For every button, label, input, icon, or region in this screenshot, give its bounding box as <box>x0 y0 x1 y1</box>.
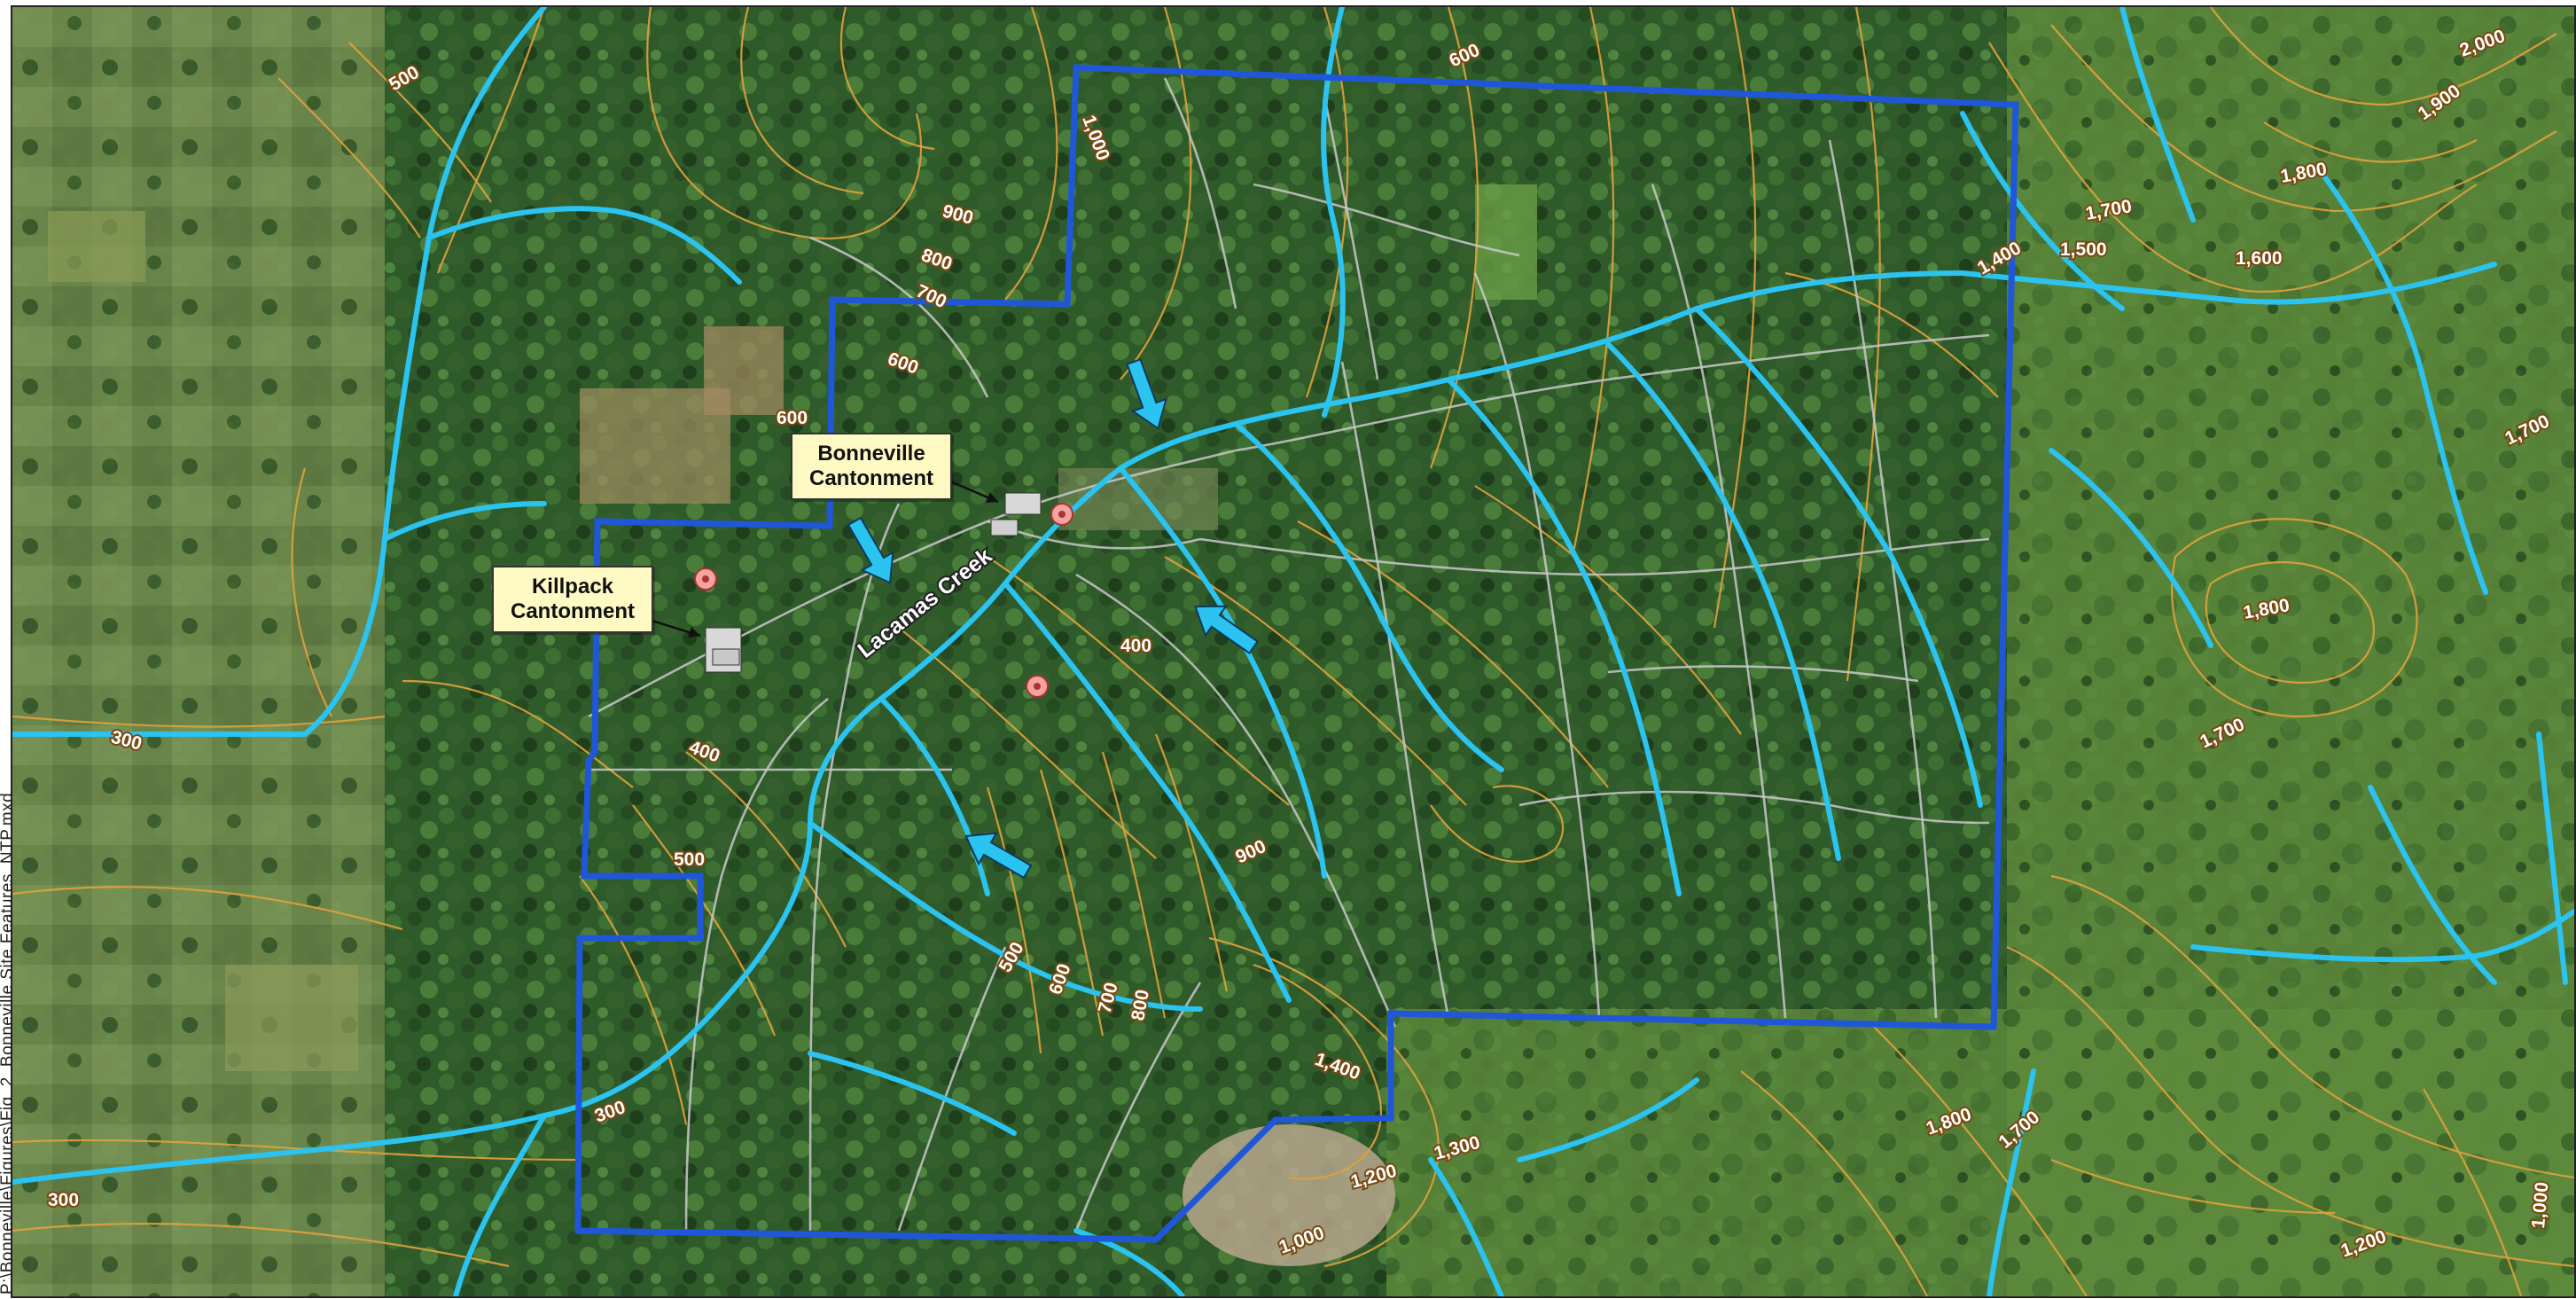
site-marker-bonneville[interactable] <box>1050 503 1073 526</box>
road-network <box>588 77 1990 1232</box>
bonneville-cantonment-callout[interactable]: Bonneville Cantonment <box>791 433 952 500</box>
stream-network <box>12 7 2574 1296</box>
arrow-icon <box>964 832 1033 880</box>
killpack-cantonment-callout[interactable]: Killpack Cantonment <box>492 566 653 633</box>
site-marker-killpack[interactable] <box>694 567 717 591</box>
site-boundary <box>574 64 2019 1243</box>
bonneville-buildings <box>990 492 1042 536</box>
contour-label: 300 <box>48 1190 79 1210</box>
contour-label: 400 <box>1120 636 1151 656</box>
flow-arrows <box>847 357 1259 880</box>
contour-label: 1,500 <box>2060 239 2107 260</box>
arrow-icon <box>1194 605 1259 654</box>
callout-line: Bonneville <box>817 442 925 466</box>
arrow-icon <box>1126 357 1168 430</box>
callout-line: Cantonment <box>511 599 635 623</box>
map-frame[interactable]: Lacamas Creek 500 600 1,000 900 800 700 … <box>11 5 2576 1298</box>
map-canvas[interactable]: Lacamas Creek 500 600 1,000 900 800 700 … <box>12 7 2574 1296</box>
site-marker-south[interactable] <box>1026 675 1049 698</box>
arrow-icon <box>847 516 894 584</box>
callout-line: Killpack <box>531 575 614 599</box>
field-patch <box>704 326 784 415</box>
western-farmland <box>12 7 385 1296</box>
killpack-buildings <box>705 627 742 673</box>
contour-label: 500 <box>674 849 705 870</box>
contour-label: 600 <box>777 408 808 428</box>
callout-line: Cantonment <box>809 466 933 490</box>
contour-label: 1,600 <box>2236 248 2283 269</box>
lacamas-creek <box>12 270 1965 1185</box>
contour-label: 1,000 <box>2528 1181 2552 1229</box>
field-patch <box>48 211 145 282</box>
field-patch <box>1475 184 1537 300</box>
southeast-pasture <box>1386 1009 2574 1296</box>
field-patch <box>225 965 358 1071</box>
